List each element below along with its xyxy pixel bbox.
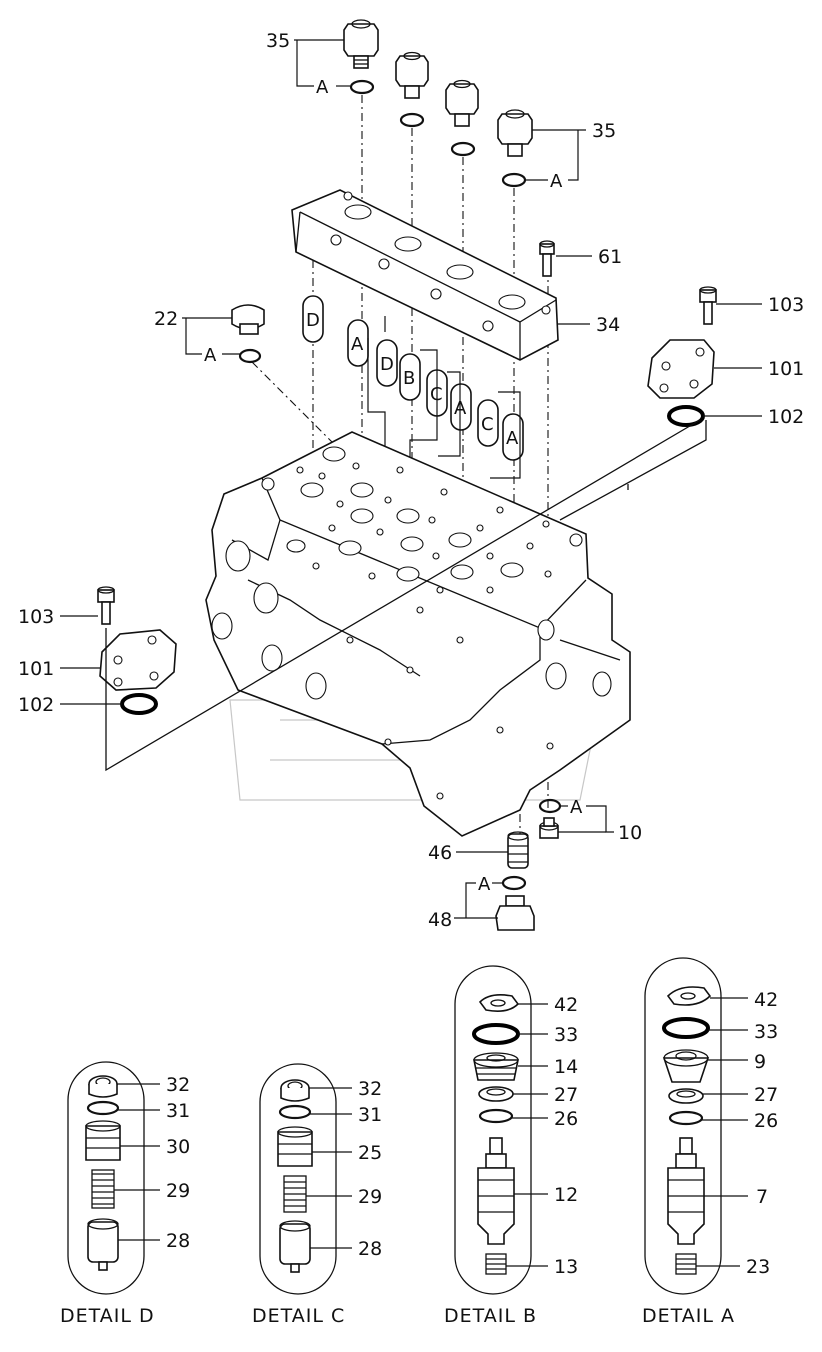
detail-b-part: 33 — [554, 1024, 578, 1046]
oring-48 — [501, 875, 527, 891]
detail-c-part: 25 — [358, 1142, 382, 1164]
ref-letter-a: A — [478, 874, 491, 895]
callout-35: 35 — [266, 30, 290, 52]
oring-102-left — [120, 693, 158, 715]
detail-a-part: 26 — [754, 1110, 778, 1132]
oring-10 — [538, 798, 562, 814]
passage-letter: D — [380, 354, 394, 375]
detail-b-part: 27 — [554, 1084, 578, 1106]
detail-c: 32 31 25 29 28 DETAIL C — [252, 1063, 382, 1327]
bolt-103-right — [699, 286, 717, 325]
detail-a-part: 33 — [754, 1021, 778, 1043]
detail-c-part: 32 — [358, 1078, 382, 1100]
bolt-103-left — [97, 586, 115, 625]
detail-c-part: 28 — [358, 1238, 382, 1260]
side-cover-101-right — [647, 339, 715, 399]
plug-35-4 — [497, 109, 533, 157]
ref-letter-a: A — [316, 77, 329, 98]
oring-top-4 — [501, 172, 527, 188]
plug-35-1 — [343, 19, 379, 69]
oring-top-1 — [349, 79, 375, 95]
detail-d-part: 30 — [166, 1136, 190, 1158]
part-46 — [507, 831, 529, 869]
ref-letter-a: A — [550, 171, 563, 192]
callout-103: 103 — [768, 294, 804, 316]
passage-letter: A — [351, 334, 364, 355]
passage-capsules — [302, 295, 524, 479]
detail-c-part: 29 — [358, 1186, 382, 1208]
detail-a-part: 9 — [754, 1051, 766, 1073]
detail-d-part: 29 — [166, 1180, 190, 1202]
oring-top-3 — [450, 141, 476, 157]
detail-b-caption: DETAIL B — [444, 1305, 537, 1327]
callout-22: 22 — [154, 308, 178, 330]
callout-102: 102 — [768, 406, 804, 428]
detail-a-part: 42 — [754, 989, 778, 1011]
passage-letter: B — [403, 368, 415, 389]
bolt-61 — [539, 240, 555, 277]
detail-a-part: 7 — [756, 1186, 768, 1208]
leader-right-cover — [559, 420, 707, 521]
oring-top-2 — [399, 112, 425, 128]
detail-b-part: 12 — [554, 1184, 578, 1206]
callout-leaders — [60, 39, 762, 919]
oring-102-right — [667, 405, 705, 427]
oring-22 — [238, 348, 262, 364]
callout-102: 102 — [18, 694, 54, 716]
callout-46: 46 — [428, 842, 452, 864]
side-cover-101-left — [99, 629, 177, 691]
callout-10: 10 — [618, 822, 642, 844]
passage-letter-labels: D A D B C A C A — [306, 310, 519, 449]
detail-d-part: 32 — [166, 1074, 190, 1096]
detail-c-caption: DETAIL C — [252, 1305, 345, 1327]
detail-b-part: 26 — [554, 1108, 578, 1130]
callout-34: 34 — [596, 314, 620, 336]
valve-body — [205, 431, 631, 837]
detail-b-part: 42 — [554, 994, 578, 1016]
detail-d: 32 31 30 29 28 DETAIL D — [60, 1061, 190, 1327]
passage-letter: A — [506, 428, 519, 449]
plug-35-3 — [445, 79, 479, 127]
cover-plate-34 — [291, 189, 559, 361]
plug-48 — [495, 895, 535, 931]
passage-letter: D — [306, 310, 320, 331]
plug-22 — [231, 304, 265, 335]
detail-d-part: 28 — [166, 1230, 190, 1252]
plug-35-2 — [395, 51, 429, 99]
callout-48: 48 — [428, 909, 452, 931]
callout-103: 103 — [18, 606, 54, 628]
detail-c-part: 31 — [358, 1104, 382, 1126]
detail-b: 42 33 14 27 26 12 13 DETAIL B — [444, 965, 578, 1327]
callout-101: 101 — [768, 358, 804, 380]
detail-d-part: 31 — [166, 1100, 190, 1122]
callout-61: 61 — [598, 246, 622, 268]
ref-letter-a: A — [570, 797, 583, 818]
reference-letters: A A A A A — [204, 77, 583, 895]
leader-left-cover — [105, 419, 701, 772]
callout-101: 101 — [18, 658, 54, 680]
detail-a-part: 27 — [754, 1084, 778, 1106]
detail-b-part: 14 — [554, 1056, 578, 1078]
detail-d-caption: DETAIL D — [60, 1305, 155, 1327]
detail-b-part: 13 — [554, 1256, 578, 1278]
callout-labels: 35 35 61 34 22 103 101 102 103 101 102 1… — [18, 30, 804, 931]
plug-10 — [539, 817, 559, 839]
ref-letter-a: A — [204, 345, 217, 366]
passage-letter: C — [430, 384, 443, 405]
callout-35: 35 — [592, 120, 616, 142]
passage-letter: A — [454, 398, 467, 419]
detail-a-part: 23 — [746, 1256, 770, 1278]
detail-a: 42 33 9 27 26 7 23 DETAIL A — [642, 957, 778, 1327]
passage-letter: C — [481, 414, 494, 435]
detail-a-caption: DETAIL A — [642, 1305, 735, 1327]
